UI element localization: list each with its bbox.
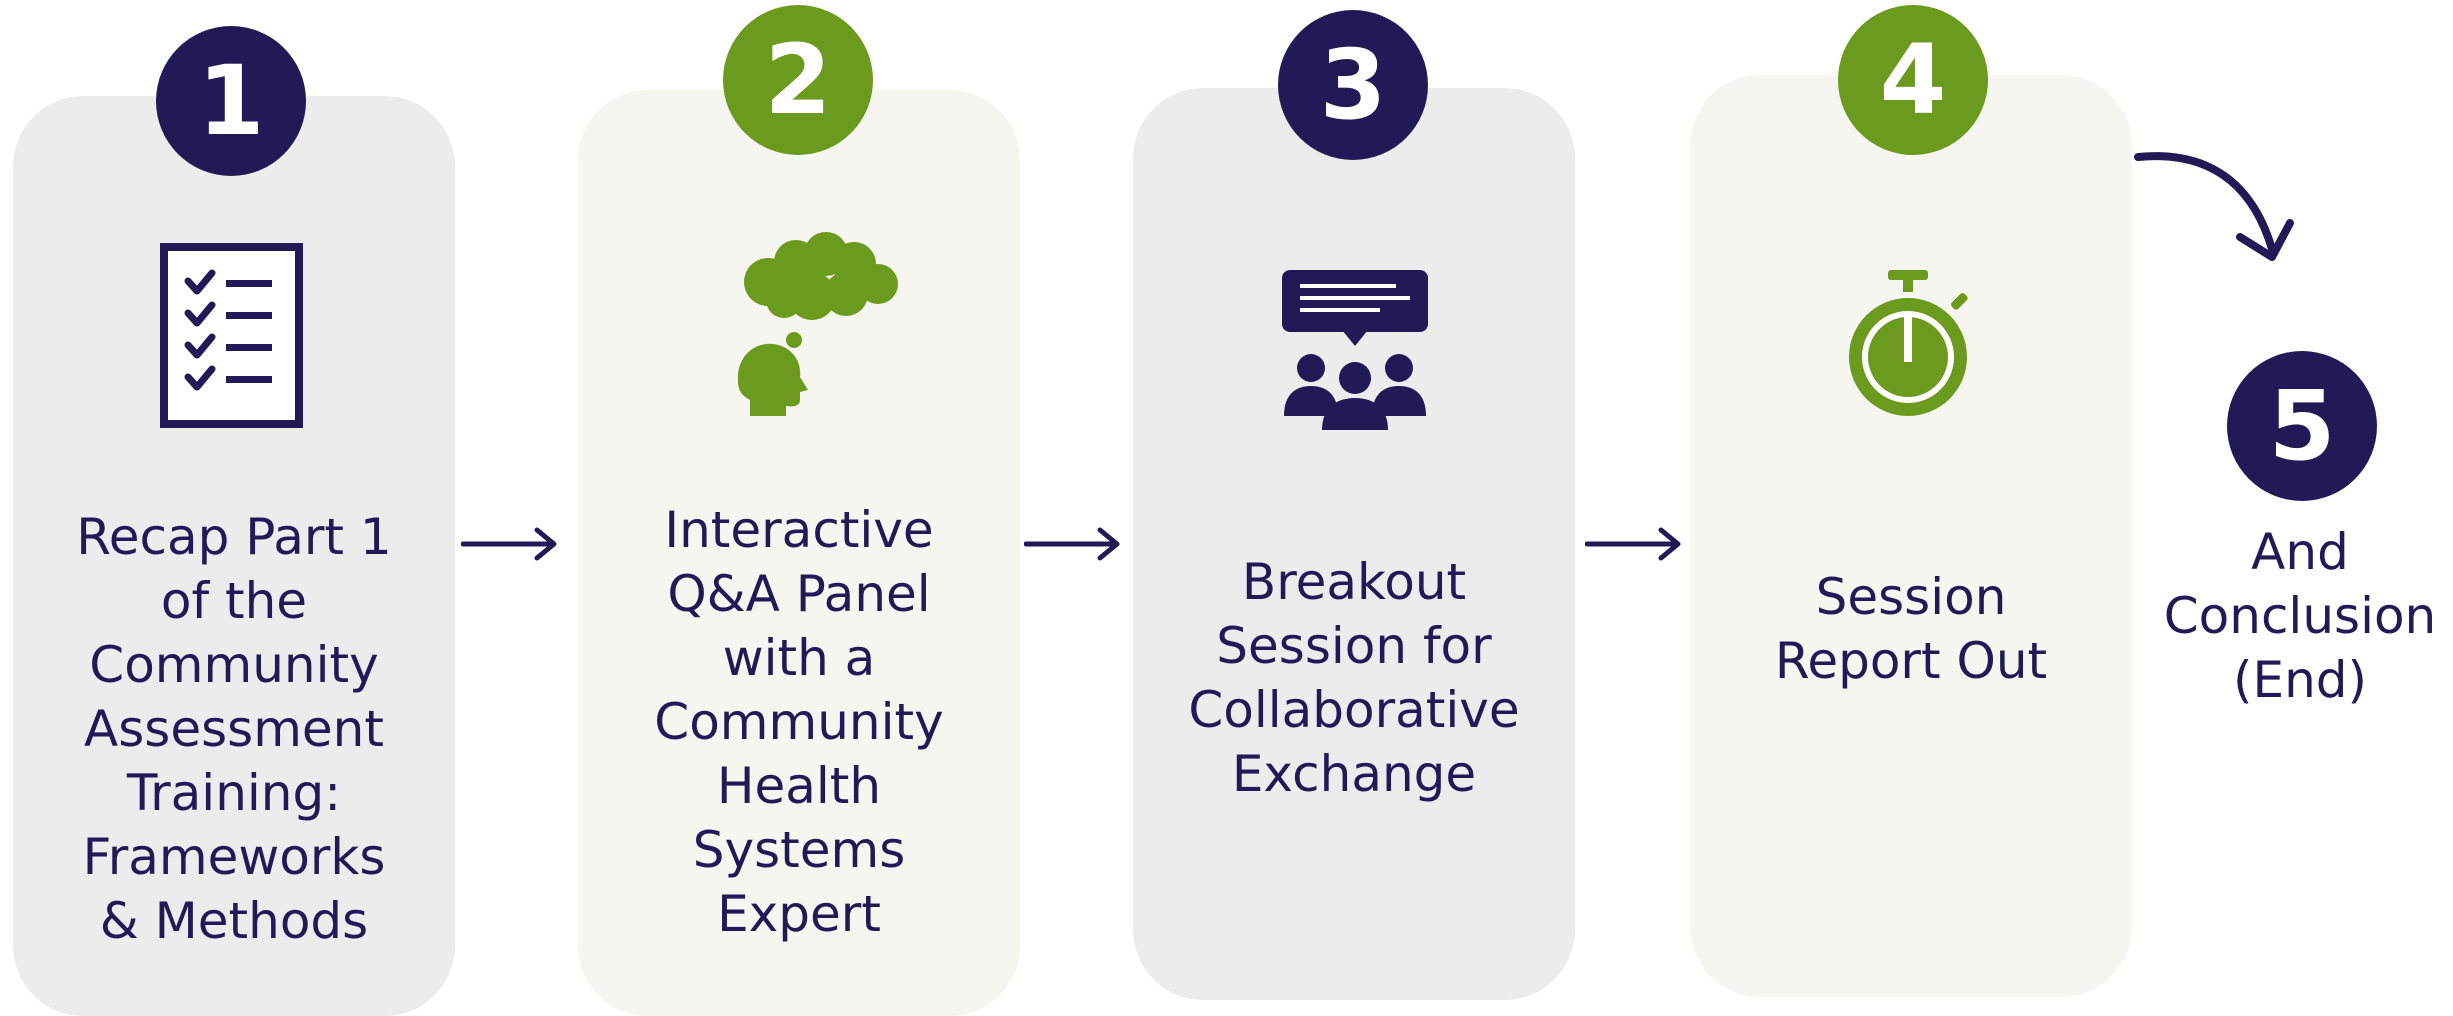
arrow-1-to-2-icon xyxy=(460,524,561,568)
step-3-label-line: Breakout xyxy=(1241,553,1467,611)
step-1-label: Recap Part 1 of the Community Assessment… xyxy=(13,505,455,953)
step-1-number-badge: 1 xyxy=(156,26,306,176)
step-1-label-line: Recap Part 1 xyxy=(76,508,392,566)
stopwatch-icon xyxy=(1843,268,1983,432)
step-5-label: And Conclusion (End) xyxy=(2150,520,2450,712)
step-2-label-line: Interactive xyxy=(664,501,934,559)
step-1-label-line: Community xyxy=(89,636,379,694)
arrow-4-to-5-icon xyxy=(2130,145,2310,279)
arrow-3-to-4-icon xyxy=(1584,524,1685,568)
step-5-label-line: (End) xyxy=(2232,651,2368,709)
checklist-icon xyxy=(160,243,303,432)
step-2-label-line: Health xyxy=(716,757,882,815)
step-1-label-line: of the xyxy=(160,572,308,630)
step-5-number-badge: 5 xyxy=(2227,351,2377,501)
step-3-label: Breakout Session for Collaborative Excha… xyxy=(1133,550,1575,806)
step-2-label: Interactive Q&A Panel with a Community H… xyxy=(578,498,1020,946)
step-2-label-line: Expert xyxy=(717,885,881,943)
arrow-2-to-3-icon xyxy=(1023,524,1124,568)
step-1-label-line: & Methods xyxy=(99,892,369,950)
step-4-card xyxy=(1690,75,2132,997)
step-4-number-badge: 4 xyxy=(1838,5,1988,155)
step-4-label: Session Report Out xyxy=(1690,565,2132,693)
thinking-head-icon xyxy=(728,232,908,421)
step-2-label-line: with a xyxy=(722,629,876,687)
step-1-label-line: Frameworks xyxy=(82,828,386,886)
step-3-number-badge: 3 xyxy=(1278,10,1428,160)
step-3-label-line: Exchange xyxy=(1231,745,1477,803)
step-3-card xyxy=(1133,88,1575,1000)
step-1-label-line: Assessment xyxy=(84,700,384,758)
step-1-label-line: Training: xyxy=(126,764,342,822)
step-3-label-line: Collaborative xyxy=(1188,681,1520,739)
step-2-label-line: Q&A Panel xyxy=(667,565,931,623)
group-discussion-icon xyxy=(1280,268,1430,437)
step-5-label-line: Conclusion xyxy=(2163,587,2437,645)
step-3-label-line: Session for xyxy=(1216,617,1492,675)
step-4-label-line: Report Out xyxy=(1774,632,2048,690)
step-2-label-line: Systems xyxy=(692,821,906,879)
step-4-label-line: Session xyxy=(1815,568,2007,626)
step-2-label-line: Community xyxy=(654,693,944,751)
step-5-label-line: And xyxy=(2251,523,2349,581)
step-2-number-badge: 2 xyxy=(723,5,873,155)
